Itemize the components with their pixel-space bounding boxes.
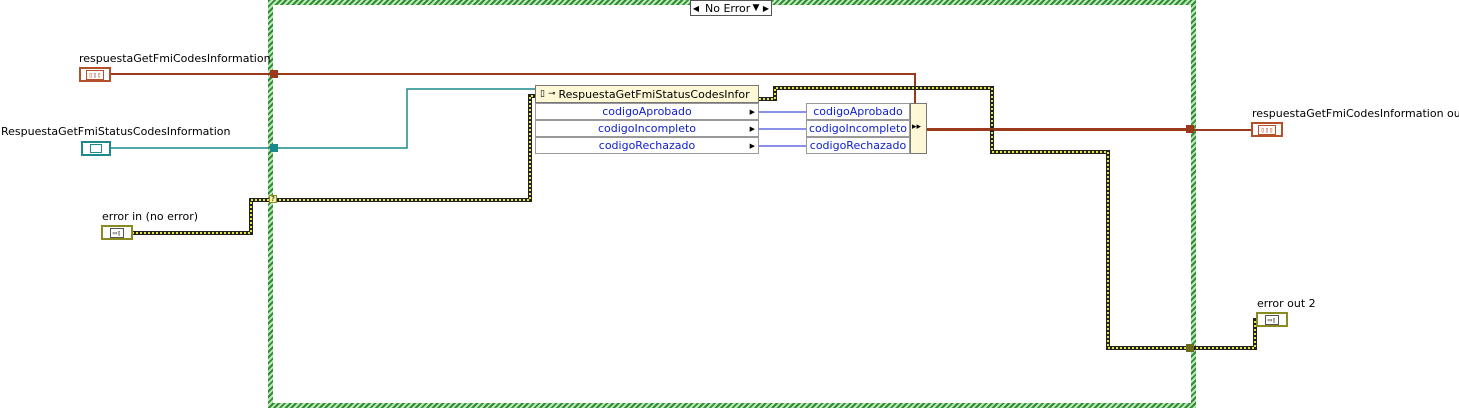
- unbundle-node-header[interactable]: ▯ ⊸ RespuestaGetFmiStatusCodesInfor: [535, 85, 759, 103]
- class-terminal-icon: [90, 144, 102, 153]
- respuesta-out-label: respuestaGetFmiCodesInformation out: [1252, 107, 1459, 120]
- bundle-element-label: codigoRechazado: [809, 139, 907, 152]
- unbundle-element[interactable]: codigoIncompleto ▶: [535, 120, 759, 137]
- output-arrow-icon: ▶: [749, 141, 755, 150]
- chevron-down-icon[interactable]: ▼: [752, 3, 760, 13]
- output-arrow-icon: ▶: [749, 124, 755, 133]
- bundle-arrow-icon: ▸▸: [912, 122, 922, 132]
- error-cluster-terminal-icon: ▭▯: [1264, 314, 1280, 325]
- unbundle-node-title: RespuestaGetFmiStatusCodesInfor: [558, 87, 750, 101]
- unbundle-element-label: codigoAprobado: [602, 105, 692, 118]
- cluster-terminal-icon: ▯▯▯: [85, 69, 105, 80]
- class-wire[interactable]: [110, 88, 536, 149]
- bundle-by-name-node[interactable]: ▸▸: [910, 103, 927, 154]
- respuesta-control-label: respuestaGetFmiCodesInformation: [79, 52, 271, 65]
- error-output-tunnel: [1186, 344, 1194, 352]
- element-wires[interactable]: [759, 111, 806, 147]
- respuesta-out-terminal[interactable]: ▯▯▯: [1251, 122, 1283, 137]
- class-input-tunnel: [270, 144, 278, 152]
- cluster-terminal-icon: ▯▯▯: [1257, 124, 1277, 135]
- error-wire[interactable]: [132, 86, 1257, 350]
- decrement-case-icon[interactable]: ◀: [692, 3, 700, 13]
- increment-case-icon[interactable]: ▶: [762, 3, 770, 13]
- bundle-element[interactable]: codigoRechazado: [806, 137, 910, 154]
- respuesta-status-control-terminal[interactable]: [81, 141, 111, 156]
- property-node-icon: ⊸: [547, 89, 556, 99]
- error-out-label: error out 2: [1257, 297, 1316, 310]
- error-in-label: error in (no error): [102, 210, 199, 223]
- bundle-element[interactable]: codigoIncompleto: [806, 120, 910, 137]
- case-selector-value: No Error: [705, 1, 751, 15]
- error-out-terminal[interactable]: ▭▯: [1256, 312, 1288, 327]
- case-selector[interactable]: ◀ No Error ▼ ▶: [690, 0, 772, 16]
- error-input-tunnel: ?: [269, 195, 277, 203]
- error-in-terminal[interactable]: ▭▯: [101, 225, 133, 240]
- cluster-input-tunnel: [270, 70, 278, 78]
- bundle-element-label: codigoAprobado: [813, 105, 903, 118]
- respuesta-control-terminal[interactable]: ▯▯▯: [79, 67, 111, 82]
- respuesta-status-control-label: RespuestaGetFmiStatusCodesInformation: [1, 125, 231, 138]
- cluster-output-tunnel: [1186, 125, 1194, 133]
- class-constant-icon: ▯: [540, 89, 545, 99]
- unbundle-element[interactable]: codigoRechazado ▶: [535, 137, 759, 154]
- unbundle-element[interactable]: codigoAprobado ▶: [535, 103, 759, 120]
- bundle-element[interactable]: codigoAprobado: [806, 103, 910, 120]
- unbundle-element-label: codigoIncompleto: [597, 122, 697, 135]
- error-cluster-terminal-icon: ▭▯: [109, 227, 125, 238]
- unbundle-element-label: codigoRechazado: [598, 139, 696, 152]
- bundle-element-label: codigoIncompleto: [808, 122, 908, 135]
- output-arrow-icon: ▶: [749, 107, 755, 116]
